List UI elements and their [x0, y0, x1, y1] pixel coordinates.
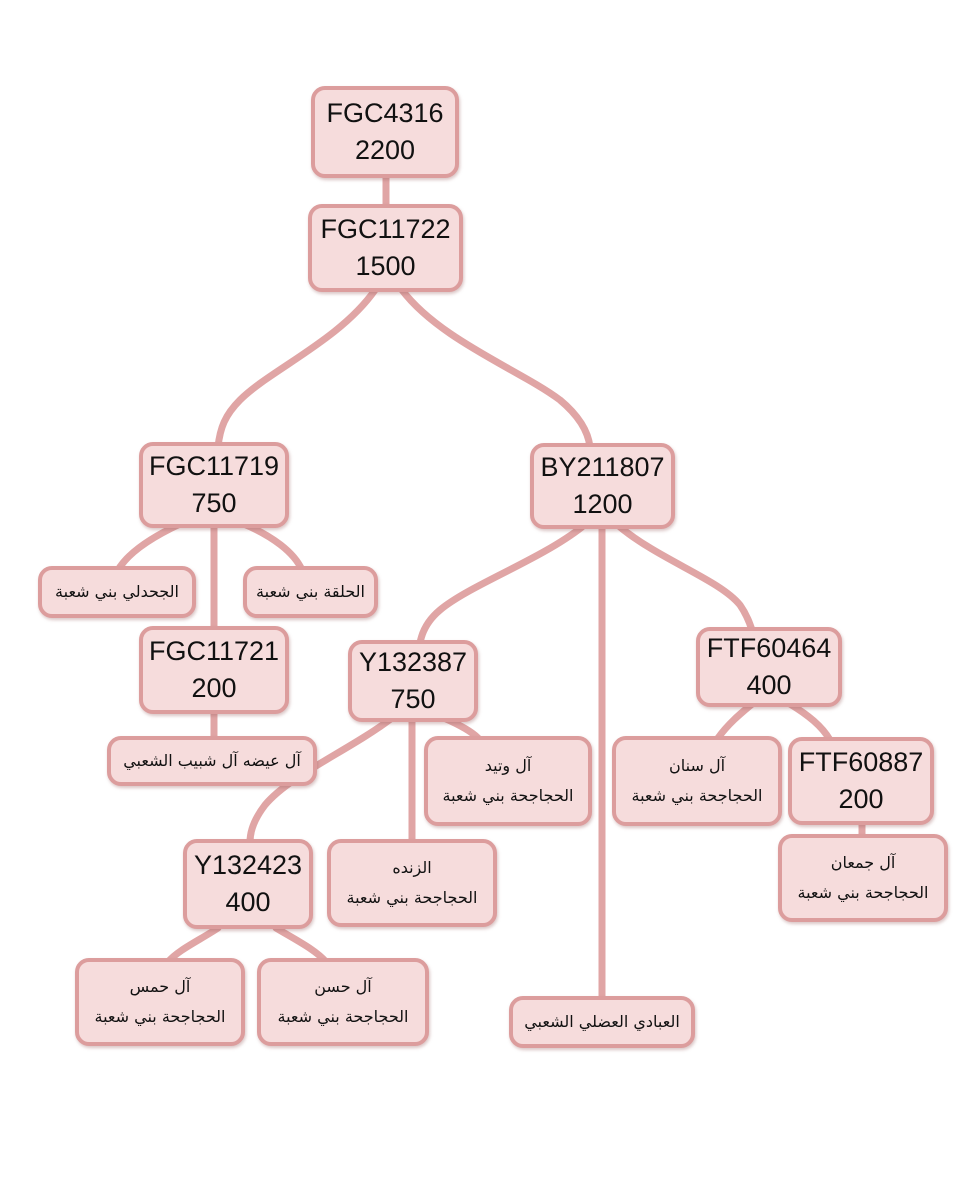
- node-fgc4316: FGC4316 2200: [311, 86, 459, 178]
- node-y132423: Y132423 400: [183, 839, 313, 929]
- node-subtitle: الحجاجحة بني شعبة: [797, 883, 929, 902]
- node-age: 400: [225, 887, 271, 917]
- node-age: 2200: [354, 135, 416, 165]
- node-code: Y132423: [193, 850, 303, 880]
- node-fgc11722: FGC11722 1500: [308, 204, 463, 292]
- node-code: FGC11719: [148, 451, 280, 481]
- node-name: العبادي العضلي الشعبي: [524, 1012, 680, 1031]
- node-aidah: آل عيضه آل شبيب الشعبي: [107, 736, 317, 786]
- node-name: آل عيضه آل شبيب الشعبي: [123, 751, 301, 770]
- node-age: 750: [390, 684, 436, 714]
- node-zindah: الزنده الحجاجحة بني شعبة: [327, 839, 497, 927]
- node-name: آل جمعان: [830, 853, 896, 872]
- node-abbadi: العبادي العضلي الشعبي: [509, 996, 695, 1048]
- node-hasan: آل حسن الحجاجحة بني شعبة: [257, 958, 429, 1046]
- node-y132387: Y132387 750: [348, 640, 478, 722]
- link-y132423-hams: [164, 924, 222, 966]
- link-by211807-ftf60464: [616, 523, 756, 634]
- node-sinan: آل سنان الحجاجحة بني شعبة: [612, 736, 782, 826]
- node-age: 400: [746, 670, 792, 700]
- link-fgc11719-halaqa: [240, 520, 306, 574]
- node-juman: آل جمعان الحجاجحة بني شعبة: [778, 834, 948, 922]
- link-ftf60464-sinan: [714, 700, 756, 742]
- node-code: FGC11721: [148, 636, 280, 666]
- node-code: Y132387: [358, 647, 468, 677]
- node-age: 200: [191, 673, 237, 703]
- node-name: آل حمس: [129, 977, 191, 996]
- link-fgc11719-jahdali: [114, 520, 184, 574]
- link-y132387-y132423: [246, 714, 396, 846]
- node-age: 750: [191, 488, 237, 518]
- node-name: الحلقة بني شعبة: [256, 582, 365, 601]
- node-code: FGC11722: [320, 214, 451, 244]
- node-name: الزنده: [392, 858, 432, 877]
- node-name: الجحدلي بني شعبة: [55, 582, 179, 601]
- node-watid: آل وتيد الحجاجحة بني شعبة: [424, 736, 592, 826]
- node-halaqa: الحلقة بني شعبة: [243, 566, 378, 618]
- link-fgc11722-fgc11719: [214, 286, 379, 451]
- link-y132423-hasan: [272, 924, 330, 966]
- node-name: آل سنان: [669, 756, 726, 775]
- node-code: BY211807: [540, 452, 665, 482]
- node-age: 1500: [355, 251, 416, 281]
- node-subtitle: الحجاجحة بني شعبة: [94, 1007, 226, 1026]
- node-subtitle: الحجاجحة بني شعبة: [631, 786, 763, 805]
- node-code: FTF60887: [798, 747, 924, 777]
- node-age: 1200: [572, 489, 633, 519]
- node-ftf60464: FTF60464 400: [696, 627, 842, 707]
- node-jahdali: الجحدلي بني شعبة: [38, 566, 196, 618]
- node-code: FTF60464: [706, 633, 832, 663]
- node-subtitle: الحجاجحة بني شعبة: [346, 888, 478, 907]
- node-ftf60887: FTF60887 200: [788, 737, 934, 825]
- node-by211807: BY211807 1200: [530, 443, 675, 529]
- link-by211807-y132387: [416, 523, 586, 647]
- node-name: آل وتيد: [484, 756, 532, 775]
- node-name: آل حسن: [314, 977, 372, 996]
- node-hams: آل حمس الحجاجحة بني شعبة: [75, 958, 245, 1046]
- link-ftf60464-ftf60887: [786, 700, 834, 744]
- node-code: FGC4316: [326, 98, 444, 128]
- link-fgc11722-by211807: [398, 286, 594, 451]
- node-subtitle: الحجاجحة بني شعبة: [442, 786, 574, 805]
- node-fgc11721: FGC11721 200: [139, 626, 289, 714]
- node-fgc11719: FGC11719 750: [139, 442, 289, 528]
- node-subtitle: الحجاجحة بني شعبة: [277, 1007, 409, 1026]
- node-age: 200: [838, 784, 884, 814]
